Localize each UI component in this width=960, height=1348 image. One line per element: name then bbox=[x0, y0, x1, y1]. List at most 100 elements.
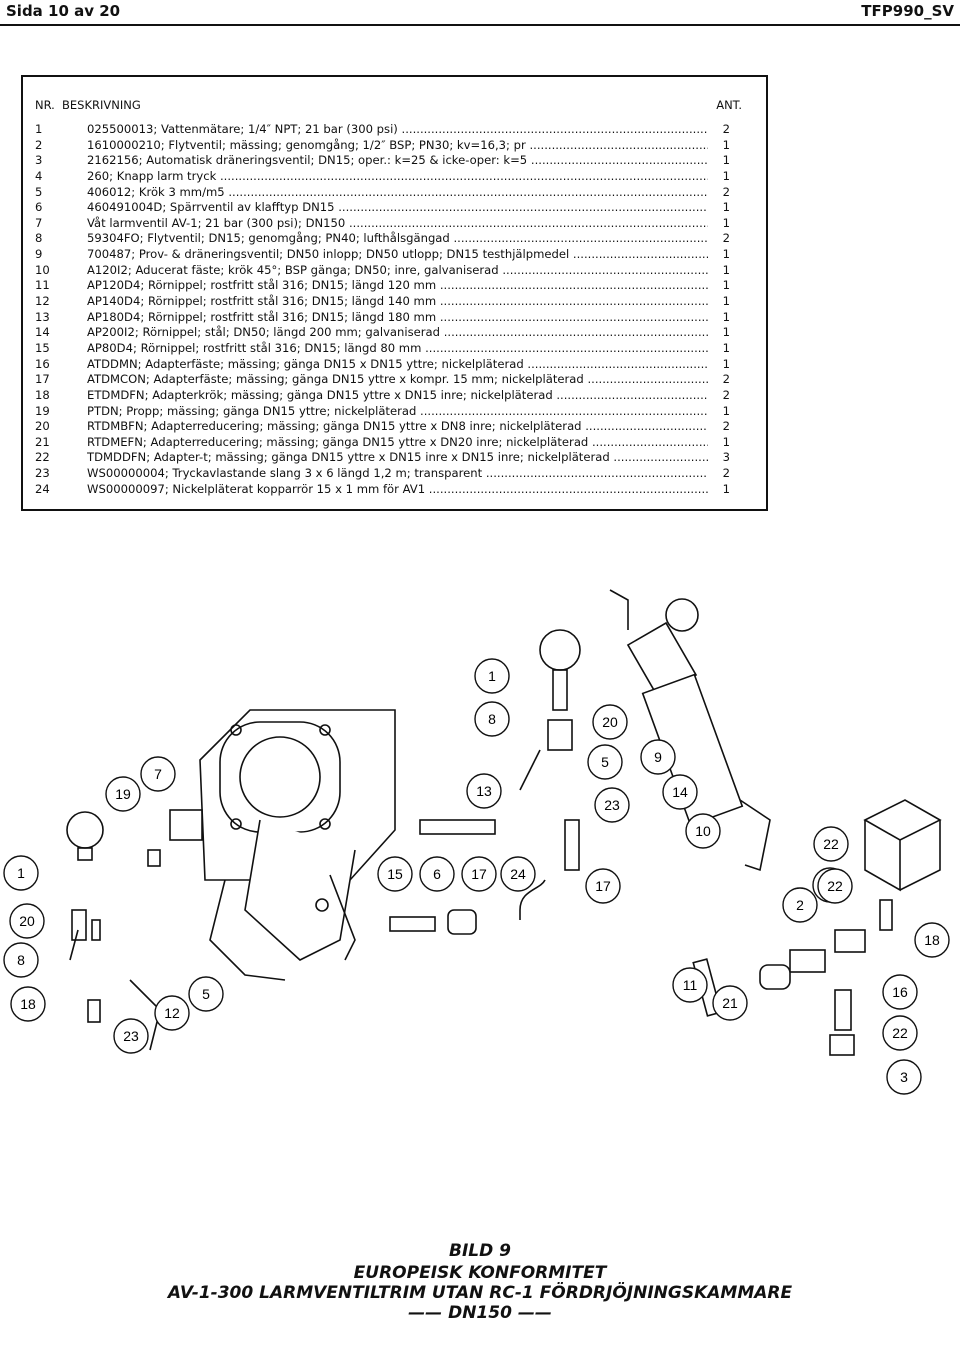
part-quantity: 2 bbox=[722, 184, 730, 199]
page-header: Sida 10 av 20 TFP990_SV bbox=[0, 0, 960, 22]
part-number: 18 bbox=[35, 387, 50, 402]
part-quantity: 1 bbox=[722, 278, 730, 293]
callout-balloon bbox=[154, 995, 190, 1031]
part-number: 20 bbox=[35, 419, 50, 434]
part-number: 9 bbox=[35, 247, 43, 262]
part-number: 24 bbox=[35, 481, 50, 496]
callout-balloon bbox=[672, 967, 708, 1003]
part-quantity: 1 bbox=[722, 481, 730, 496]
callout-balloon bbox=[886, 1059, 922, 1095]
part-description: AP180D4; Rörnippel; rostfritt stål 316; … bbox=[87, 310, 708, 326]
callout-number: 1 bbox=[17, 865, 25, 881]
part-description: 260; Knapp larm tryck bbox=[87, 169, 708, 185]
part-description: 460491004D; Spärrventil av klafftyp DN15 bbox=[87, 200, 708, 216]
part-number: 11 bbox=[35, 278, 50, 293]
figure-title: AV-1-300 LARMVENTILTRIM UTAN RC-1 FÖRDRJ… bbox=[167, 1283, 793, 1303]
part-number: 15 bbox=[35, 340, 50, 355]
callout-balloon bbox=[782, 887, 818, 923]
part-quantity: 1 bbox=[722, 294, 730, 309]
part-number: 4 bbox=[35, 168, 43, 183]
callout-number: 5 bbox=[202, 986, 210, 1002]
callout-number: 8 bbox=[488, 711, 496, 727]
table-row: 11 AP120D4; Rörnippel; rostfritt stål 316… bbox=[35, 278, 754, 294]
center-trim bbox=[389, 629, 581, 935]
callout-balloon bbox=[914, 922, 950, 958]
callout-balloon bbox=[685, 813, 721, 849]
callout-balloon bbox=[817, 868, 853, 904]
part-description: ETDMDFN; Adapterkrök; mässing; gänga DN1… bbox=[87, 388, 708, 404]
column-nr: NR. bbox=[35, 98, 55, 112]
part-description: WS00000097; Nickelpläterat kopparrör 15 … bbox=[87, 482, 708, 498]
pressure-switch bbox=[863, 799, 942, 892]
callout-number: 18 bbox=[20, 996, 36, 1012]
part-number: 12 bbox=[35, 294, 50, 309]
table-row: 16 ATDDMN; Adapterfäste; mässing; gänga D… bbox=[35, 357, 754, 373]
callout-balloon bbox=[882, 974, 918, 1010]
callout-balloon bbox=[474, 701, 510, 737]
part-description: 2162156; Automatisk dräneringsventil; DN… bbox=[87, 153, 708, 169]
figure-size: —— DN150 —— bbox=[408, 1303, 552, 1323]
part-number: 17 bbox=[35, 372, 50, 387]
part-quantity: 1 bbox=[722, 247, 730, 262]
part-description: 406012; Krök 3 mm/m5 bbox=[87, 185, 708, 201]
part-description: AP200I2; Rörnippel; stål; DN50; längd 20… bbox=[87, 325, 708, 341]
part-quantity: 1 bbox=[722, 403, 730, 418]
callout-balloon bbox=[461, 856, 497, 892]
callout-number: 7 bbox=[154, 766, 162, 782]
callout-balloon bbox=[640, 739, 676, 775]
callout-number: 8 bbox=[17, 952, 25, 968]
callout-number: 13 bbox=[476, 783, 492, 799]
part-quantity: 1 bbox=[722, 200, 730, 215]
figure-size-label: DN150 bbox=[448, 1303, 512, 1323]
part-quantity: 1 bbox=[722, 215, 730, 230]
table-row: 4 260; Knapp larm tryck 1 bbox=[35, 169, 754, 185]
callout-number: 20 bbox=[602, 714, 618, 730]
callout-balloon bbox=[662, 774, 698, 810]
part-number: 21 bbox=[35, 434, 50, 449]
part-quantity: 1 bbox=[722, 262, 730, 277]
callout-number: 23 bbox=[604, 797, 620, 813]
header-rule bbox=[0, 24, 960, 26]
callout-balloon bbox=[500, 856, 536, 892]
part-number: 10 bbox=[35, 262, 50, 277]
callout-number: 24 bbox=[510, 866, 526, 882]
part-number: 22 bbox=[35, 450, 50, 465]
part-quantity: 2 bbox=[722, 122, 730, 136]
table-row: 17 ATDMCON; Adapterfäste; mässing; gänga … bbox=[35, 372, 754, 388]
callout-number: 21 bbox=[722, 995, 738, 1011]
part-quantity: 2 bbox=[722, 466, 730, 481]
part-quantity: 1 bbox=[722, 168, 730, 183]
callout-balloon bbox=[474, 658, 510, 694]
part-number: 1 bbox=[35, 122, 43, 136]
part-description: RTDMBFN; Adapterreducering; mässing; gän… bbox=[87, 419, 708, 435]
column-description: BESKRIVNING bbox=[62, 98, 141, 112]
part-description: AP140D4; Rörnippel; rostfritt stål 316; … bbox=[87, 294, 708, 310]
part-quantity: 1 bbox=[722, 340, 730, 355]
part-description: Våt larmventil AV-1; 21 bar (300 psi); D… bbox=[87, 216, 708, 232]
callout-balloon bbox=[592, 704, 628, 740]
callout-number: 22 bbox=[823, 836, 839, 852]
document-code: TFP990_SV bbox=[861, 2, 954, 20]
callout-number: 2 bbox=[796, 897, 804, 913]
callout-number: 12 bbox=[164, 1005, 180, 1021]
callout-balloon bbox=[377, 856, 413, 892]
part-quantity: 1 bbox=[722, 153, 730, 168]
callout-balloon bbox=[113, 1018, 149, 1054]
part-description: ATDMCON; Adapterfäste; mässing; gänga DN… bbox=[87, 372, 708, 388]
part-description: AP120D4; Rörnippel; rostfritt stål 316; … bbox=[87, 278, 708, 294]
callout-balloon bbox=[466, 773, 502, 809]
callout-balloon bbox=[587, 744, 623, 780]
table-row: 20 RTDMBFN; Adapterreducering; mässing; g… bbox=[35, 419, 754, 435]
callout-number: 14 bbox=[672, 784, 688, 800]
column-quantity: ANT. bbox=[716, 98, 742, 112]
part-description: 59304FO; Flytventil; DN15; genomgång; PN… bbox=[87, 231, 708, 247]
part-quantity: 1 bbox=[722, 325, 730, 340]
part-number: 16 bbox=[35, 356, 50, 371]
page-number: Sida 10 av 20 bbox=[6, 2, 121, 20]
callout-number: 20 bbox=[19, 913, 35, 929]
part-description: ATDDMN; Adapterfäste; mässing; gänga DN1… bbox=[87, 357, 708, 373]
